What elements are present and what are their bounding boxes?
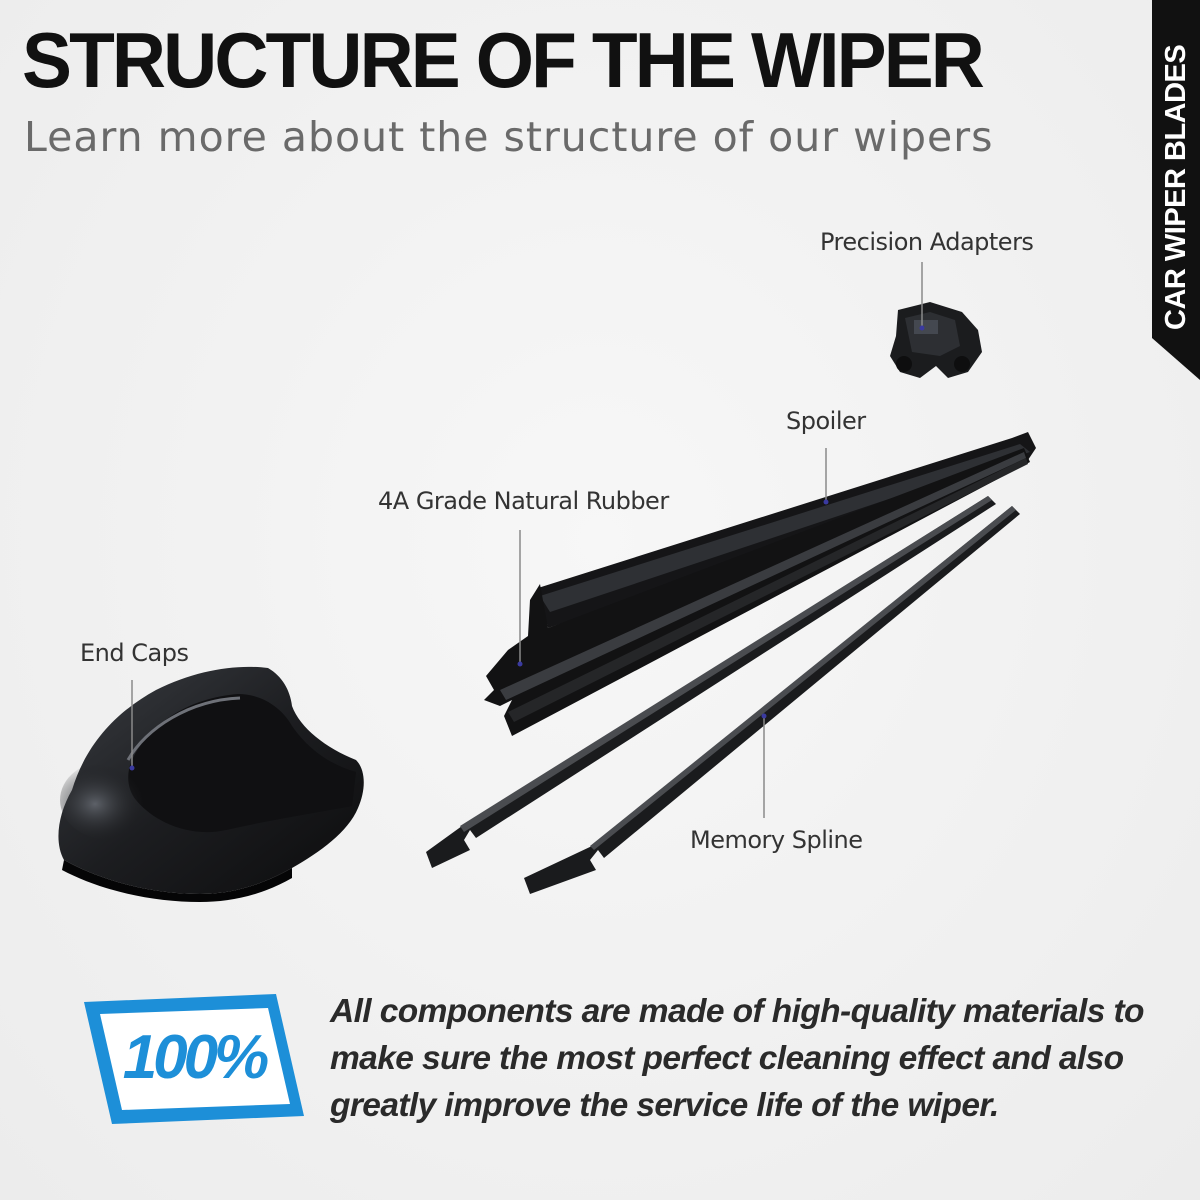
quality-badge: 100%: [80, 990, 308, 1128]
memory-spline-part: [426, 496, 1020, 894]
spoiler-rubber-part: [484, 432, 1036, 736]
label-end-caps: End Caps: [80, 639, 189, 667]
leader-dots: [129, 325, 925, 771]
side-tab: CAR WIPER BLADES: [1152, 0, 1200, 380]
end-cap-part: [58, 666, 364, 902]
label-spoiler: Spoiler: [786, 407, 866, 435]
page-subtitle: Learn more about the structure of our wi…: [24, 113, 994, 161]
page-title: STRUCTURE OF THE WIPER: [22, 16, 985, 104]
leader-lines: [131, 262, 923, 818]
label-memory-spline: Memory Spline: [690, 826, 863, 854]
label-precision-adapters: Precision Adapters: [820, 228, 1034, 256]
badge-text: 100%: [122, 1023, 270, 1092]
label-rubber: 4A Grade Natural Rubber: [378, 487, 669, 515]
side-tab-shape: [1152, 0, 1200, 380]
badge-frame: [84, 994, 304, 1124]
quality-description: All components are made of high-quality …: [330, 993, 1144, 1124]
precision-adapter-part: [890, 302, 982, 378]
